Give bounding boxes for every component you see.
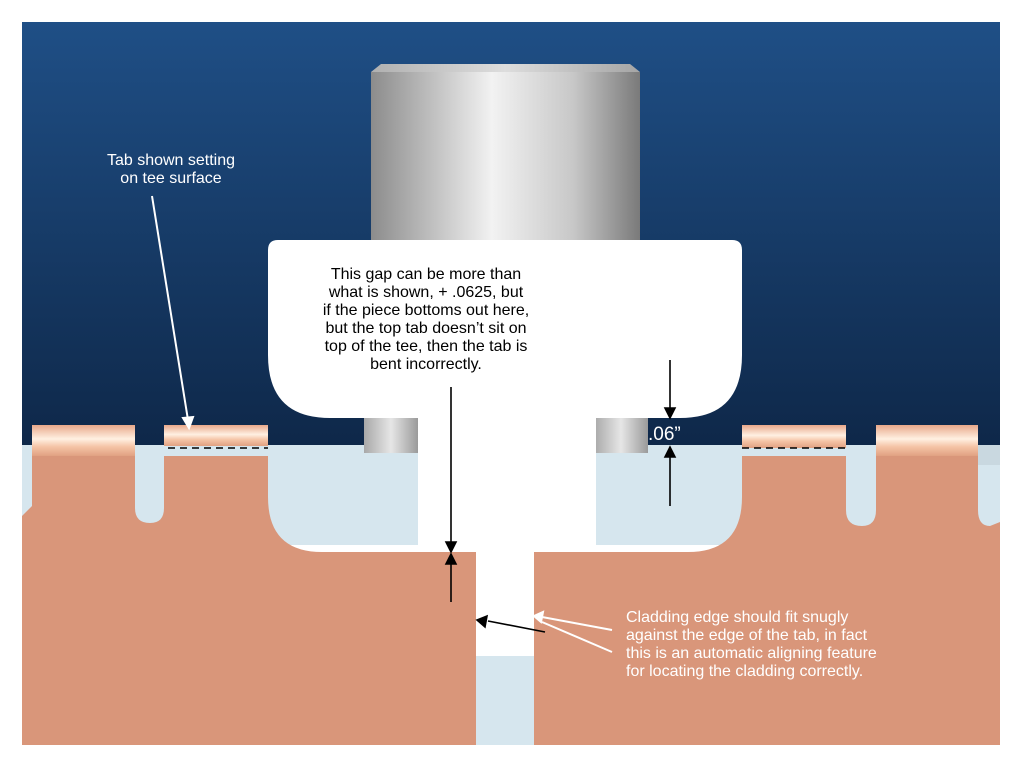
dimension-arrows — [444, 360, 677, 633]
cladding-tab-edge — [978, 445, 1000, 465]
cladding-tab-4 — [876, 425, 978, 456]
cladding-tab-1 — [32, 425, 135, 456]
cladding-tab-3 — [742, 425, 846, 448]
gap-annotation-line: what is shown, + .0625, but — [328, 284, 524, 301]
gap-annotation-line: but the top tab doesn’t sit on — [325, 320, 527, 337]
cladding-annotation: Cladding edge should fit snugly against … — [626, 609, 956, 681]
center-slot — [476, 552, 534, 656]
cladding-tab-2 — [164, 425, 268, 446]
tab-annotation-line: Tab shown setting — [106, 152, 236, 169]
cladding-annotation-line: against the edge of the tab, in fact — [626, 627, 868, 644]
dimension-label-text: .06” — [648, 424, 681, 445]
pointer-arrows-white — [151, 195, 613, 653]
gap-annotation: This gap can be more than what is shown,… — [300, 266, 552, 374]
pipe-top-bevel — [371, 64, 640, 72]
dimension-label: .06” — [648, 424, 708, 446]
gap-annotation-line: This gap can be more than — [330, 266, 522, 283]
cladding-annotation-line: this is an automatic aligning feature — [626, 645, 877, 662]
gap-annotation-line: top of the tee, then the tab is — [324, 338, 528, 355]
cladding-annotation-line: for locating the cladding correctly. — [626, 663, 864, 680]
cladding-annotation-line: Cladding edge should fit snugly — [626, 609, 849, 626]
tee-body — [268, 240, 742, 552]
gap-annotation-line: bent incorrectly. — [370, 356, 482, 373]
gap-annotation-line: if the piece bottoms out here, — [322, 302, 530, 319]
tab-annotation: Tab shown setting on tee surface — [86, 152, 256, 188]
pipe-body — [371, 72, 640, 247]
tab-annotation-line: on tee surface — [120, 170, 222, 187]
insulation-bottom-strip — [476, 655, 534, 745]
cladding-right — [534, 456, 1000, 745]
cladding-left — [22, 456, 476, 745]
